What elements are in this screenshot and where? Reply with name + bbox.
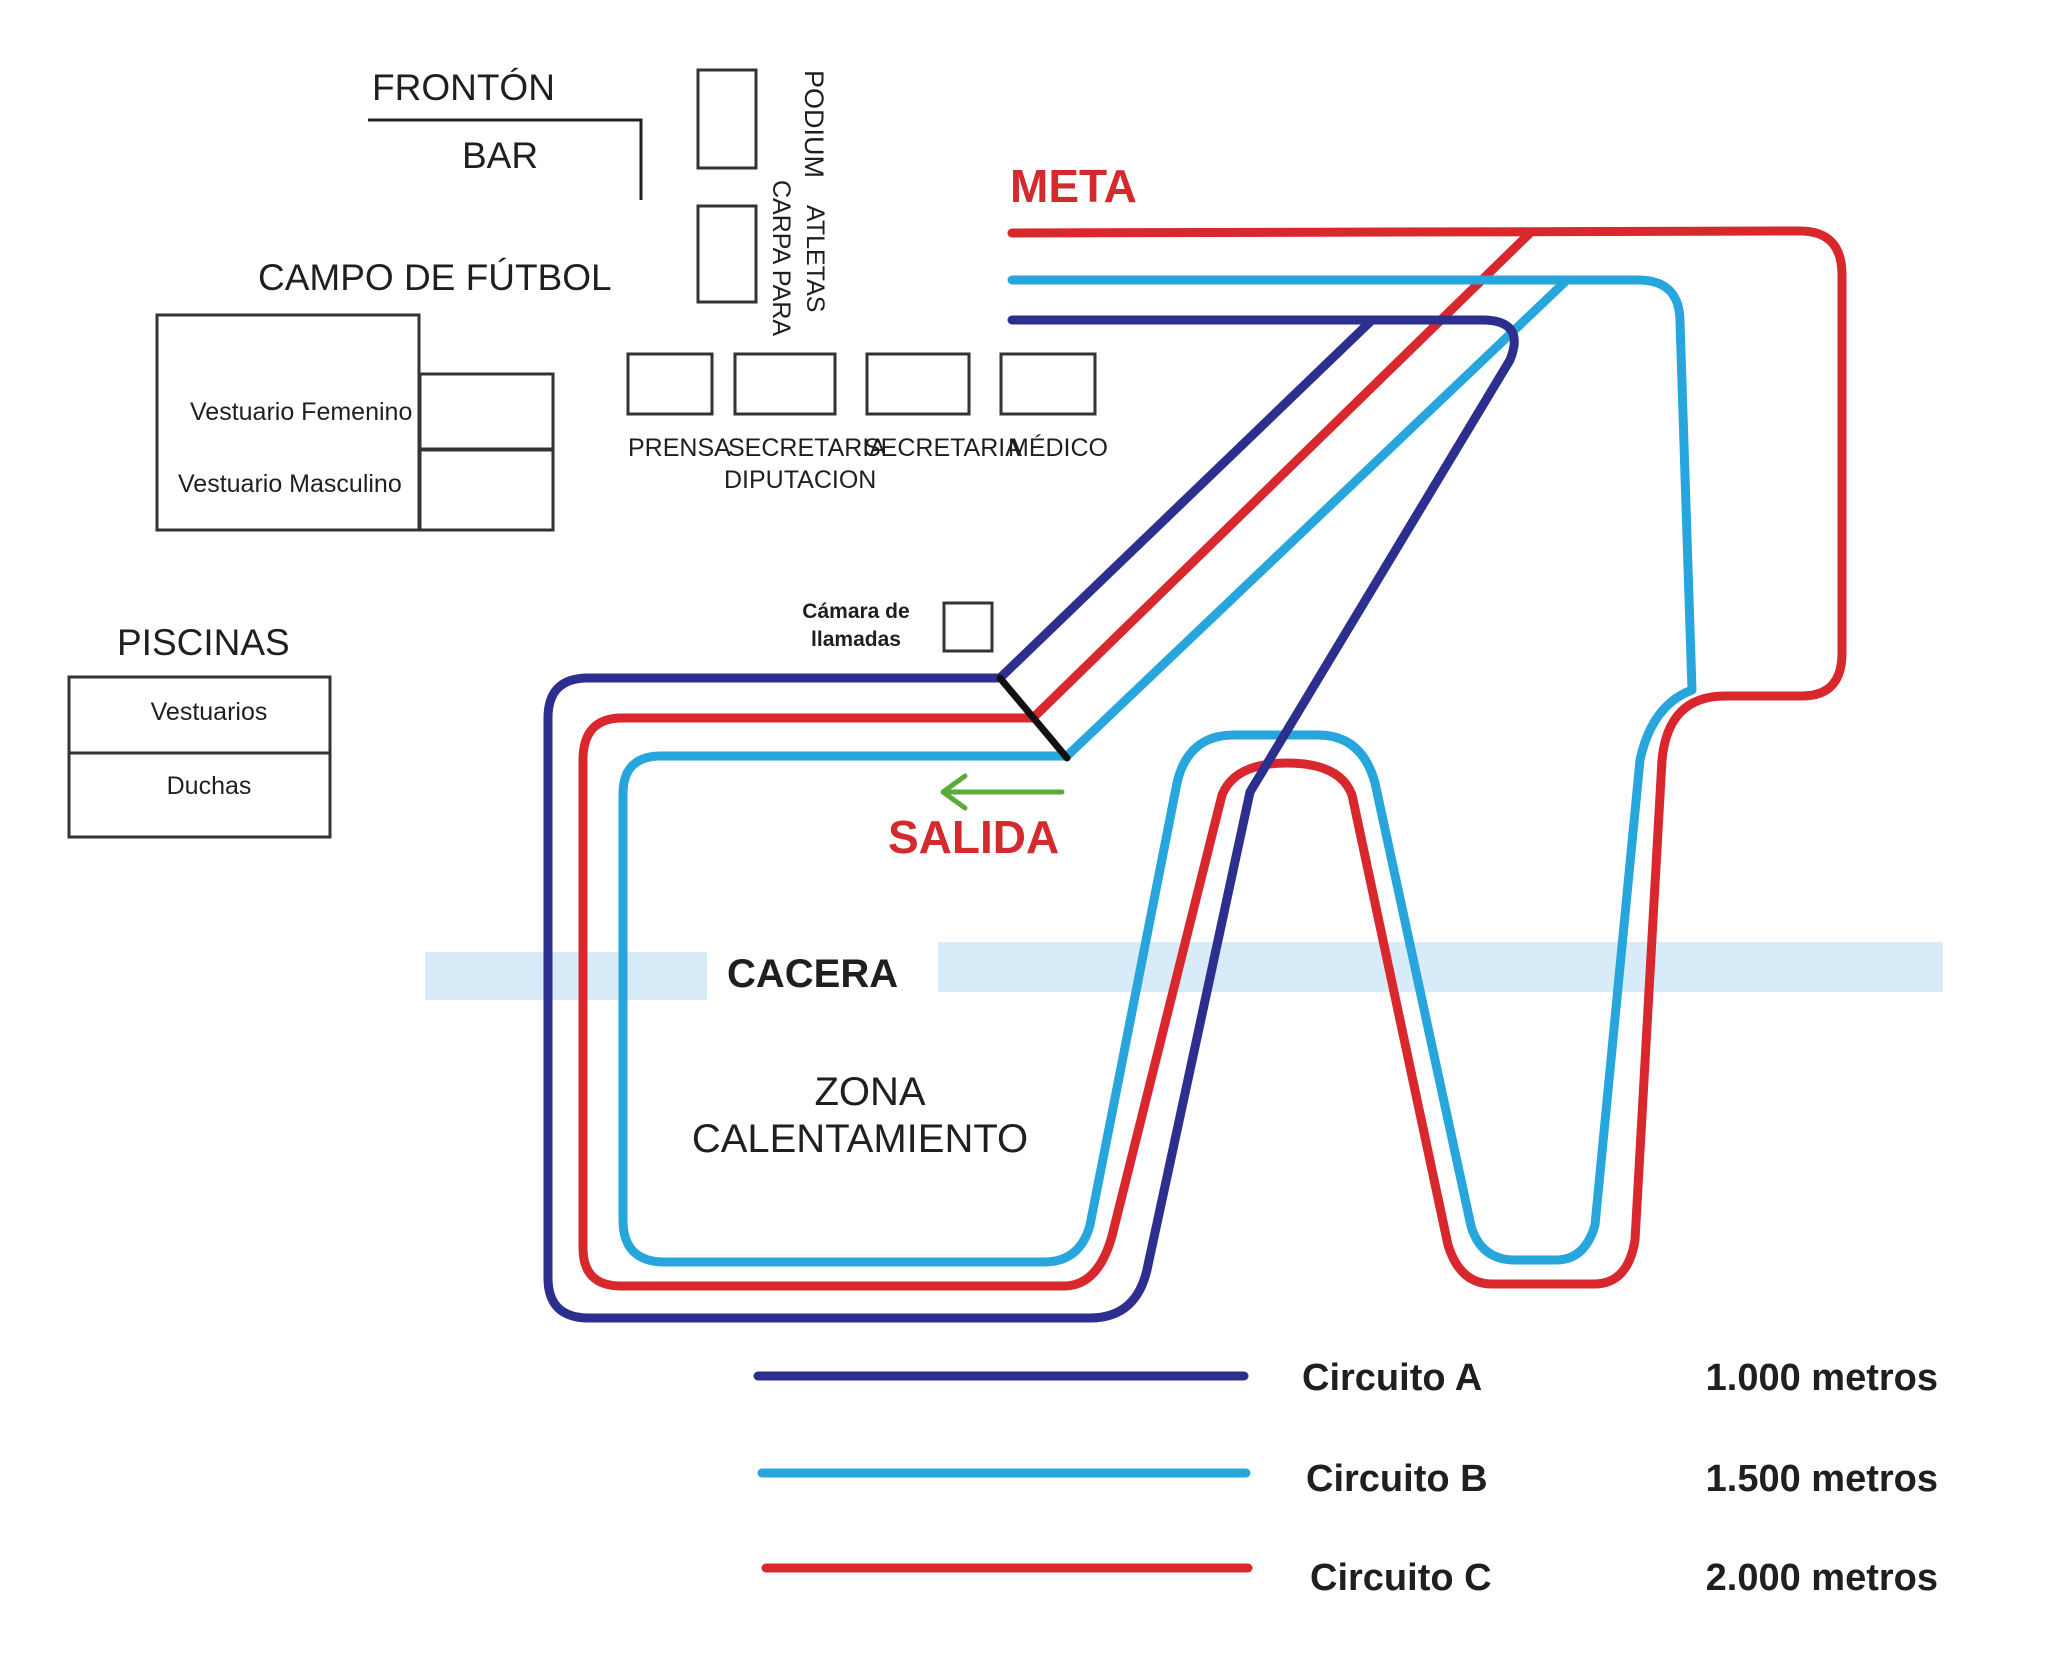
bar-label: BAR bbox=[462, 135, 538, 176]
circuits bbox=[543, 226, 1847, 1323]
secretaria-label: SECRETARIA bbox=[864, 434, 1022, 462]
duchas-label: Duchas bbox=[167, 772, 252, 800]
medico-label: MÉDICO bbox=[1008, 433, 1108, 462]
fronton-bar-area bbox=[368, 118, 643, 200]
secretaria-diputacion-box bbox=[733, 352, 837, 416]
medico-box bbox=[999, 352, 1097, 416]
salida-arrow-icon bbox=[940, 773, 1065, 811]
salida-label: SALIDA bbox=[888, 811, 1059, 863]
circuit-c-path bbox=[578, 226, 1847, 1291]
prensa-label: PRENSA bbox=[628, 434, 731, 462]
cacera-label: CACERA bbox=[727, 952, 898, 996]
prensa-box bbox=[626, 352, 714, 416]
carpa-box bbox=[696, 204, 758, 304]
legend-name-circuito-c: Circuito C bbox=[1310, 1557, 1492, 1599]
piscinas-label: PISCINAS bbox=[117, 622, 290, 663]
meta-label: META bbox=[1010, 160, 1137, 212]
circuit-b-path bbox=[618, 275, 1697, 1267]
campo-futbol-label: CAMPO DE FÚTBOL bbox=[258, 257, 612, 298]
vestuarios-box bbox=[67, 675, 332, 755]
legend: Circuito A 1.000 metros Circuito B 1.500… bbox=[753, 1357, 1938, 1599]
zona-calentamiento-label-line2: CALENTAMIENTO bbox=[692, 1117, 1028, 1161]
vestuario-femenino-label: Vestuario Femenino bbox=[190, 398, 412, 426]
vestuario-masculino-box bbox=[418, 448, 555, 532]
carpa-label-line2: ATLETAS bbox=[801, 205, 829, 312]
road-cacera-left bbox=[425, 952, 707, 1000]
podium-label: PODIUM bbox=[799, 70, 829, 178]
camara-llamadas-label-line2: llamadas bbox=[811, 628, 901, 651]
zona-calentamiento-label-line1: ZONA bbox=[814, 1070, 925, 1114]
vestuario-femenino-box bbox=[418, 372, 555, 451]
road-cacera-right bbox=[938, 942, 1943, 992]
camara-llamadas-box bbox=[942, 601, 994, 653]
circuit-a-path bbox=[543, 315, 1519, 1323]
carpa-label-line1: CARPA PARA bbox=[767, 180, 795, 336]
legend-distance-circuito-a: 1.000 metros bbox=[1706, 1357, 1938, 1399]
legend-distance-circuito-b: 1.500 metros bbox=[1706, 1458, 1938, 1500]
legend-name-circuito-a: Circuito A bbox=[1302, 1357, 1482, 1399]
duchas-box bbox=[67, 751, 332, 839]
legend-name-circuito-b: Circuito B bbox=[1306, 1458, 1488, 1500]
vestuarios-label: Vestuarios bbox=[151, 698, 268, 726]
vestuario-masculino-label: Vestuario Masculino bbox=[178, 470, 402, 498]
legend-distance-circuito-c: 2.000 metros bbox=[1706, 1557, 1938, 1599]
secretaria-box bbox=[865, 352, 971, 416]
start-line bbox=[996, 674, 1071, 762]
secretaria-diputacion-label-line2: DIPUTACION bbox=[724, 466, 876, 494]
camara-llamadas-label-line1: Cámara de bbox=[802, 600, 909, 623]
fronton-label: FRONTÓN bbox=[372, 67, 555, 108]
podium-box bbox=[696, 68, 758, 170]
campo-futbol-box bbox=[155, 313, 421, 532]
secretaria-diputacion-label-line1: SECRETARIA bbox=[728, 434, 886, 462]
